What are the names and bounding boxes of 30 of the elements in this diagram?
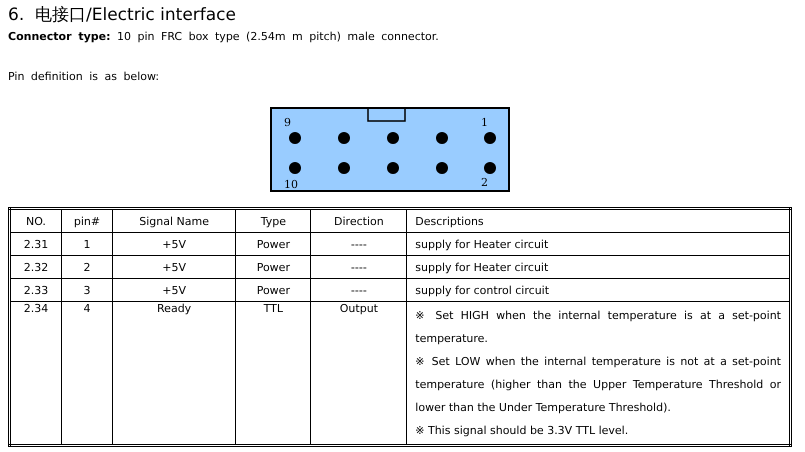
pin-number: 2 <box>481 176 488 189</box>
column-header: pin# <box>61 208 112 232</box>
row-number: 2.31 <box>10 232 62 256</box>
description-text: ※ Set LOW when the internal temperature is not at a set-point temperature (higher than the Upper Temperature Threshold or lower than the Under Temperature Threshold). <box>415 354 781 416</box>
column-header: Signal Name <box>112 208 236 232</box>
pin-number: 3 <box>61 278 112 302</box>
row-number: 2.32 <box>10 256 62 278</box>
column-header: Direction <box>310 208 407 232</box>
pin-number: 1 <box>481 116 488 129</box>
pin-number: 2 <box>61 256 112 278</box>
row-number: 2.33 <box>10 278 62 302</box>
description-text: ※ This signal should be 3.3V TTL level. <box>415 423 630 439</box>
signal-name: +5V <box>112 232 236 256</box>
signal-name: +5V <box>112 278 236 302</box>
pin-number: 1 <box>61 232 112 256</box>
pin-number: 9 <box>284 116 291 129</box>
signal-direction: ---- <box>310 278 407 302</box>
pin-number: 10 <box>284 178 298 191</box>
section-heading: 6. 电接口/Electric interface <box>8 4 236 26</box>
connector-type-text: Connector type: 10 pin FRC box type (2.54m m pitch) male connector. <box>8 30 439 43</box>
intro-text: Pin definition is as below: <box>8 70 160 83</box>
description-text: ※ Set HIGH when the internal temperature is at a set-point temperature. <box>415 308 781 347</box>
signal-direction: ---- <box>310 256 407 278</box>
signal-type: Power <box>236 256 311 278</box>
signal-name: +5V <box>112 256 236 278</box>
signal-type: Power <box>236 278 311 302</box>
column-header: NO. <box>10 208 62 232</box>
column-header: Type <box>236 208 311 232</box>
signal-direction: ---- <box>310 232 407 256</box>
signal-type: Power <box>236 232 311 256</box>
